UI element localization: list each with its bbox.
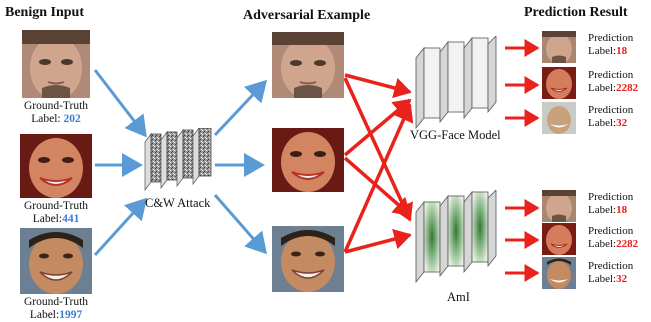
vgg-pred-text-2: Prediction — [588, 69, 634, 81]
vgg-face-model-block — [415, 36, 497, 130]
benign-label-2: Ground-Truth Label:441 — [17, 200, 95, 226]
vgg-pred-value-3: 32 — [616, 117, 628, 129]
arrow-attack-to-adv3 — [213, 194, 267, 255]
vgg-pred-word-1: Label: — [588, 45, 617, 57]
cw-attack-label: C&W Attack — [145, 196, 211, 210]
label-word-3: Label: — [29, 309, 60, 321]
ami-pred-label-1: Prediction Label:18 — [588, 191, 633, 217]
benign-label-3: Ground-Truth Label:1997 — [17, 296, 95, 322]
ami-pred-text-2: Prediction — [588, 225, 634, 237]
ami-pred-value-1: 18 — [616, 204, 628, 216]
ami-pred-word-2: Label: — [588, 238, 617, 250]
arrow-adv3-to-vgg — [343, 103, 414, 253]
label-word-1: Label: — [31, 113, 61, 125]
ami-pred-value-3: 32 — [616, 273, 628, 285]
ami-pred-word-1: Label: — [588, 204, 617, 216]
ami-model-label: AmI — [447, 290, 470, 304]
arrow-benign3-to-attack — [93, 197, 148, 257]
vgg-pred-face-3-image — [542, 102, 576, 134]
label-word-2: Label: — [32, 213, 63, 225]
arrow-adv2-to-ami — [343, 156, 412, 217]
ground-truth-text-3: Ground-Truth — [23, 296, 89, 308]
adversarial-face-1-image — [272, 32, 344, 98]
arrow-adv1-to-ami — [343, 77, 413, 222]
ami-pred-face-1-image — [542, 190, 576, 222]
benign-input-header: Benign Input — [5, 5, 84, 20]
vgg-pred-word-3: Label: — [588, 117, 617, 129]
vgg-pred-label-2: Prediction Label:2282 — [588, 69, 638, 95]
vgg-face-model-label: VGG-Face Model — [410, 128, 501, 142]
vgg-pred-face-1-image — [542, 31, 576, 63]
ground-truth-text-2: Ground-Truth — [23, 200, 89, 212]
benign-face-2-image — [20, 134, 92, 198]
ami-pred-label-2: Prediction Label:2282 — [588, 225, 638, 251]
vgg-pred-value-2: 2282 — [616, 82, 639, 94]
benign-face-3-image — [20, 228, 92, 294]
ami-pred-text-3: Prediction — [588, 260, 634, 272]
vgg-pred-text-1: Prediction — [588, 32, 634, 44]
ami-pred-value-2: 2282 — [616, 238, 639, 250]
ground-truth-value-3: 1997 — [59, 309, 83, 321]
ground-truth-value-1: 202 — [63, 113, 81, 125]
ami-pred-label-3: Prediction Label:32 — [588, 260, 633, 286]
ami-model-block — [415, 190, 497, 284]
ami-pred-face-3-image — [542, 257, 576, 289]
ami-pred-word-3: Label: — [588, 273, 617, 285]
vgg-pred-text-3: Prediction — [588, 104, 634, 116]
vgg-pred-label-1: Prediction Label:18 — [588, 32, 633, 58]
vgg-pred-word-2: Label: — [588, 82, 617, 94]
arrow-attack-to-adv1 — [213, 79, 268, 137]
arrow-adv3-to-ami — [344, 228, 412, 254]
benign-face-1-image — [22, 30, 90, 98]
adversarial-face-2-image — [272, 128, 344, 192]
arrow-adv1-to-vgg — [344, 73, 412, 99]
adversarial-example-header: Adversarial Example — [243, 8, 371, 23]
benign-label-1: Ground-Truth Label: 202 — [17, 100, 95, 126]
vgg-pred-label-3: Prediction Label:32 — [588, 104, 633, 130]
arrow-benign1-to-attack — [93, 69, 147, 138]
ami-pred-text-1: Prediction — [588, 191, 634, 203]
ground-truth-text-1: Ground-Truth — [23, 100, 89, 112]
ground-truth-value-2: 441 — [62, 213, 80, 225]
vgg-pred-face-2-image — [542, 67, 576, 99]
vgg-pred-value-1: 18 — [616, 45, 628, 57]
adversarial-face-3-image — [272, 226, 344, 292]
cw-attack-block — [144, 128, 212, 192]
prediction-result-header: Prediction Result — [524, 5, 628, 20]
ami-pred-face-2-image — [542, 223, 576, 255]
